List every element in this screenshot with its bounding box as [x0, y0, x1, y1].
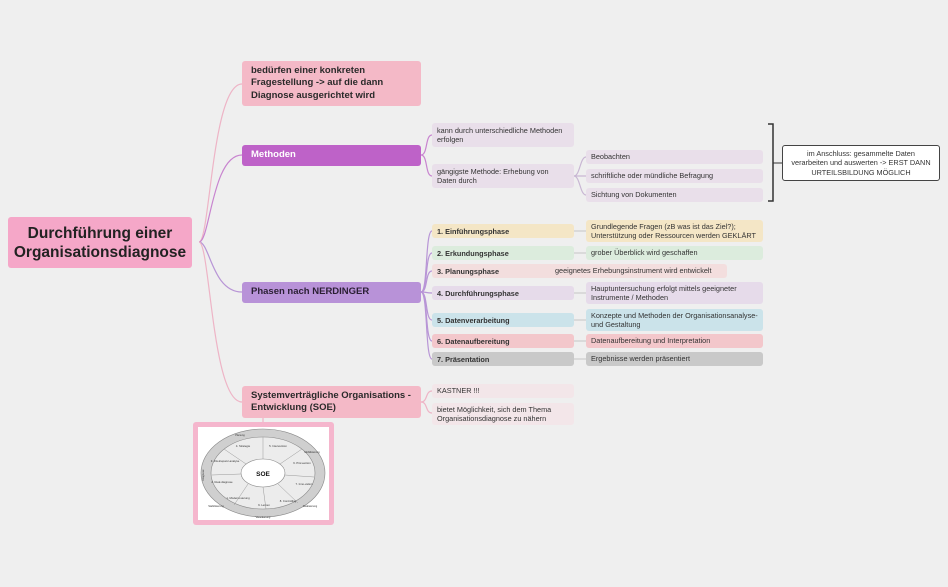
soe-segment-label: 2. Real-diagnose [211, 480, 233, 484]
phase-description[interactable]: geeignetes Erhebungsinstrument wird entw… [550, 264, 727, 278]
phase-name: 6. Datenaufbereitung [437, 336, 510, 346]
soe-item[interactable]: KASTNER !!! [432, 384, 574, 398]
soe-diagram[interactable]: SOE 4. Strategie 5. Intervention 6. Prä-… [193, 422, 334, 525]
bracket-note-label: im Anschluss: gesammelte Daten verarbeit… [791, 148, 931, 177]
phase-description[interactable]: Ergebnisse werden präsentiert [586, 352, 763, 366]
bracket-note[interactable]: im Anschluss: gesammelte Daten verarbeit… [782, 145, 940, 181]
soe-segment-label: 4. Strategie [236, 444, 251, 448]
phase-desc-label: Hauptuntersuchung erfolgt mittels geeign… [591, 283, 737, 303]
soe-segment-label: 1. Moderni-sierung [226, 496, 250, 500]
methoden-item[interactable]: kann durch unterschiedliche Methoden erf… [432, 123, 574, 147]
methoden-item-label: gängigste Methode: Erhebung von Daten du… [437, 166, 549, 186]
soe-outer-label: Verankerung [256, 515, 271, 519]
root-node[interactable]: Durchführung einer Organisationsdiagnose [8, 217, 192, 268]
soe-outer-label: Realisierung [303, 504, 318, 508]
branch-soe-label: Systemverträgliche Organisations - Entwi… [251, 389, 411, 414]
methoden-sub-item[interactable]: Beobachten [586, 150, 763, 164]
soe-outer-label: Planung [235, 433, 245, 437]
branch-phasen[interactable]: Phasen nach NERDINGER [242, 282, 421, 303]
phase-item[interactable]: 7. Präsentation [432, 352, 574, 366]
phase-desc-label: Ergebnisse werden präsentiert [591, 354, 690, 364]
methoden-sub-item-label: Sichtung von Dokumenten [591, 190, 677, 200]
phase-description[interactable]: Hauptuntersuchung erfolgt mittels geeign… [586, 282, 763, 304]
soe-segment-label: 7. Inno-vation [296, 482, 313, 486]
phase-name: 5. Datenverarbeitung [437, 315, 510, 325]
phase-description[interactable]: Konzepte und Methoden der Organisationsa… [586, 309, 763, 331]
phase-item[interactable]: 1. Einführungsphase [432, 224, 574, 238]
phase-description[interactable]: Datenaufbereitung und Interpretation [586, 334, 763, 348]
soe-segment-label: 6. Prä-vention [293, 461, 311, 465]
methoden-sub-item[interactable]: Sichtung von Dokumenten [586, 188, 763, 202]
soe-outer-label: Diagnose [201, 469, 205, 481]
soe-outer-label: Mobilisierung [304, 450, 320, 454]
phase-name: 3. Planungsphase [437, 266, 500, 276]
soe-segment-label: 3. Dis-krepanz-analyse [211, 459, 240, 463]
phase-desc-label: Grundlegende Fragen (zB was ist das Ziel… [591, 221, 756, 241]
branch-fragestellung[interactable]: bedürfen einer konkreten Fragestellung -… [242, 61, 421, 106]
soe-segment-label: 9. Lernen [258, 503, 270, 507]
phase-item[interactable]: 2. Erkundungsphase [432, 246, 574, 260]
phase-desc-label: Datenaufbereitung und Interpretation [591, 336, 711, 346]
phase-description[interactable]: grober Überblick wird geschaffen [586, 246, 763, 260]
phase-item[interactable]: 5. Datenverarbeitung [432, 313, 574, 327]
branch-fragestellung-label: bedürfen einer konkreten Fragestellung -… [251, 64, 384, 101]
phase-name: 2. Erkundungsphase [437, 248, 509, 258]
methoden-item[interactable]: gängigste Methode: Erhebung von Daten du… [432, 164, 574, 188]
phase-name: 7. Präsentation [437, 354, 490, 364]
soe-item-label: bietet Möglichkeit, sich dem Thema Organ… [437, 404, 552, 424]
soe-cycle-graphic: SOE 4. Strategie 5. Intervention 6. Prä-… [200, 428, 326, 519]
soe-segment-label: 8. Controlling [280, 499, 297, 503]
branch-phasen-label: Phasen nach NERDINGER [251, 286, 370, 298]
branch-methoden-label: Methoden [251, 149, 296, 161]
phase-desc-label: geeignetes Erhebungsinstrument wird entw… [555, 266, 712, 276]
phase-desc-label: Konzepte und Methoden der Organisationsa… [591, 310, 758, 330]
methoden-sub-item-label: schriftliche oder mündliche Befragung [591, 171, 714, 181]
soe-outer-label: Stabilisierung [208, 504, 224, 508]
phase-item[interactable]: 3. Planungsphase [432, 264, 554, 278]
methoden-sub-item[interactable]: schriftliche oder mündliche Befragung [586, 169, 763, 183]
soe-item-label: KASTNER !!! [437, 386, 480, 396]
phase-name: 1. Einführungsphase [437, 226, 510, 236]
phase-item[interactable]: 4. Durchführungsphase [432, 286, 574, 300]
phase-name: 4. Durchführungsphase [437, 288, 519, 298]
branch-methoden[interactable]: Methoden [242, 145, 421, 166]
soe-item[interactable]: bietet Möglichkeit, sich dem Thema Organ… [432, 403, 574, 425]
soe-segment-label: 5. Intervention [269, 444, 287, 448]
methoden-sub-item-label: Beobachten [591, 152, 630, 162]
soe-center-label: SOE [256, 471, 270, 478]
phase-description[interactable]: Grundlegende Fragen (zB was ist das Ziel… [586, 220, 763, 242]
branch-soe[interactable]: Systemverträgliche Organisations - Entwi… [242, 386, 421, 418]
phase-desc-label: grober Überblick wird geschaffen [591, 248, 698, 258]
phase-item[interactable]: 6. Datenaufbereitung [432, 334, 574, 348]
root-label: Durchführung einer Organisationsdiagnose [13, 224, 187, 261]
methoden-item-label: kann durch unterschiedliche Methoden erf… [437, 125, 563, 145]
